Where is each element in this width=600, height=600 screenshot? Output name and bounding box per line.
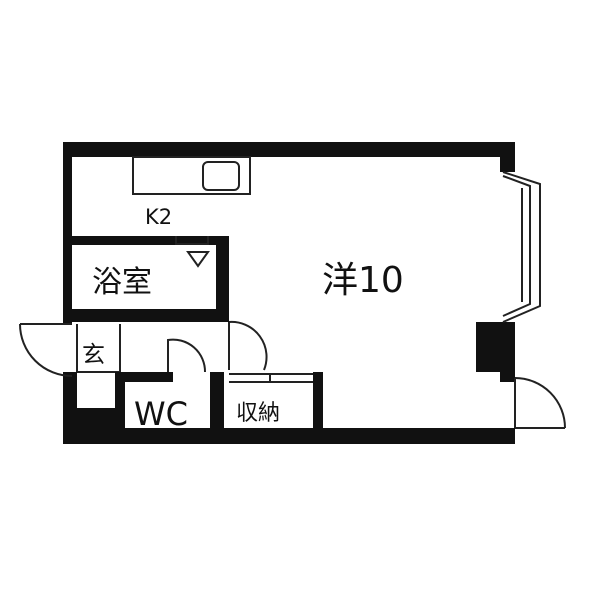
top-wall [63, 142, 515, 157]
bay-window [502, 171, 541, 323]
balcony-door [514, 377, 566, 429]
bathroom-label: 浴室 [92, 265, 152, 300]
entry-door [19, 323, 73, 377]
right-wall-top [500, 142, 515, 172]
bathroom-walls [63, 236, 229, 322]
toilet-label: WC [134, 395, 188, 433]
outer-walls [63, 142, 515, 444]
bathroom-door [175, 236, 210, 268]
left-wall-upper [63, 142, 72, 324]
kitchen-counter [132, 156, 251, 195]
bottom-wall [63, 428, 515, 444]
western-room-label: 洋10 [322, 260, 404, 301]
entrance-lines [76, 324, 121, 373]
inner-door [228, 320, 268, 371]
storage-walls [313, 372, 323, 444]
right-wall-lower [500, 372, 515, 382]
storage-label: 収納 [236, 401, 280, 426]
right-wall-mid [476, 322, 515, 372]
corner-block [63, 408, 115, 444]
wc-door [167, 338, 207, 373]
wc-walls [115, 372, 224, 444]
kitchen-label: K2 [145, 205, 172, 229]
storage-doors [229, 373, 313, 383]
entrance-label: 玄 [82, 342, 105, 368]
kitchen-sink [202, 161, 240, 191]
